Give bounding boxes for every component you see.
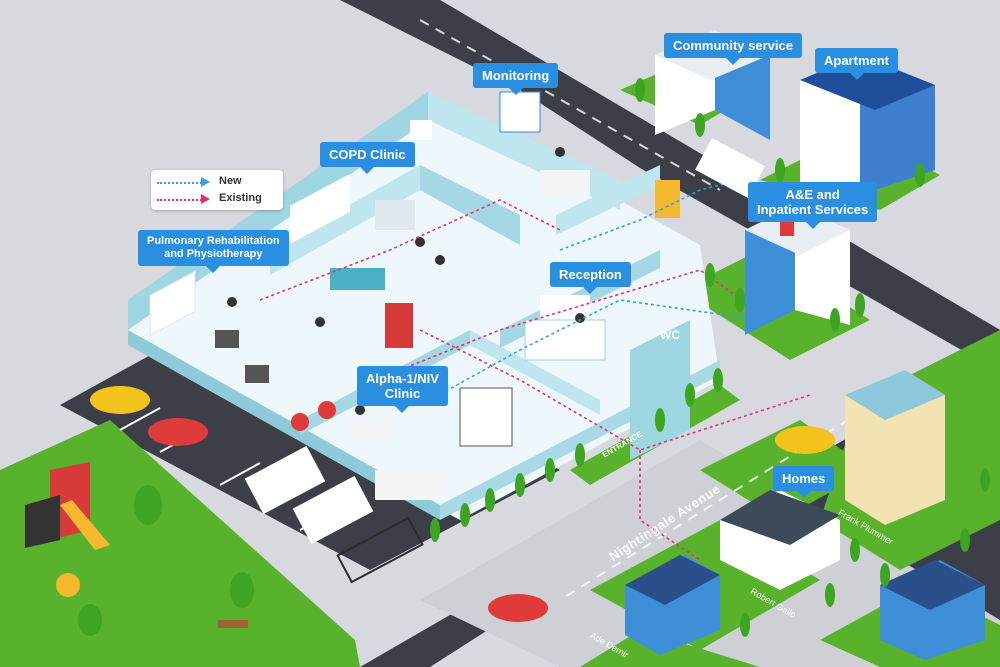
label-ae-line1: A&E and (785, 187, 840, 202)
legend-existing-arrow-icon (201, 194, 210, 204)
legend-existing-label: Existing (219, 192, 262, 204)
label-ae-line2: Inpatient Services (757, 202, 869, 217)
trees (78, 78, 990, 637)
legend-new: New (157, 175, 277, 189)
label-monitoring: Monitoring (473, 63, 559, 95)
label-homes: Homes (773, 466, 835, 498)
legend: New Existing (151, 170, 283, 210)
legend-new-arrow-icon (201, 177, 210, 187)
label-pulmonary-rehab: Pulmonary Rehabilitation and Physiothera… (138, 230, 289, 273)
label-alpha-line1: Alpha-1/NIV (366, 371, 439, 386)
patient-paths (259, 179, 811, 561)
label-ae-inpatient: A&E and Inpatient Services (748, 182, 878, 229)
wc-sign: WC (660, 328, 680, 342)
label-reception: Reception (550, 262, 631, 294)
label-alpha-line2: Clinic (384, 386, 421, 401)
label-pulmonary-rehab-line1: Pulmonary Rehabilitation (147, 235, 280, 247)
homes-buildings (625, 370, 985, 660)
label-pulmonary-rehab-line2: and Physiotherapy (164, 248, 263, 260)
legend-new-line (157, 182, 205, 184)
legend-new-label: New (219, 175, 242, 187)
vehicles (90, 138, 835, 622)
label-apartment: Apartment (815, 48, 899, 80)
label-copd-clinic: COPD Clinic (320, 142, 415, 174)
legend-existing: Existing (157, 192, 277, 206)
legend-existing-line (157, 199, 205, 201)
label-alpha-niv-clinic: Alpha-1/NIV Clinic (357, 366, 448, 413)
label-community-service: Community service (664, 33, 802, 65)
park (25, 462, 248, 628)
